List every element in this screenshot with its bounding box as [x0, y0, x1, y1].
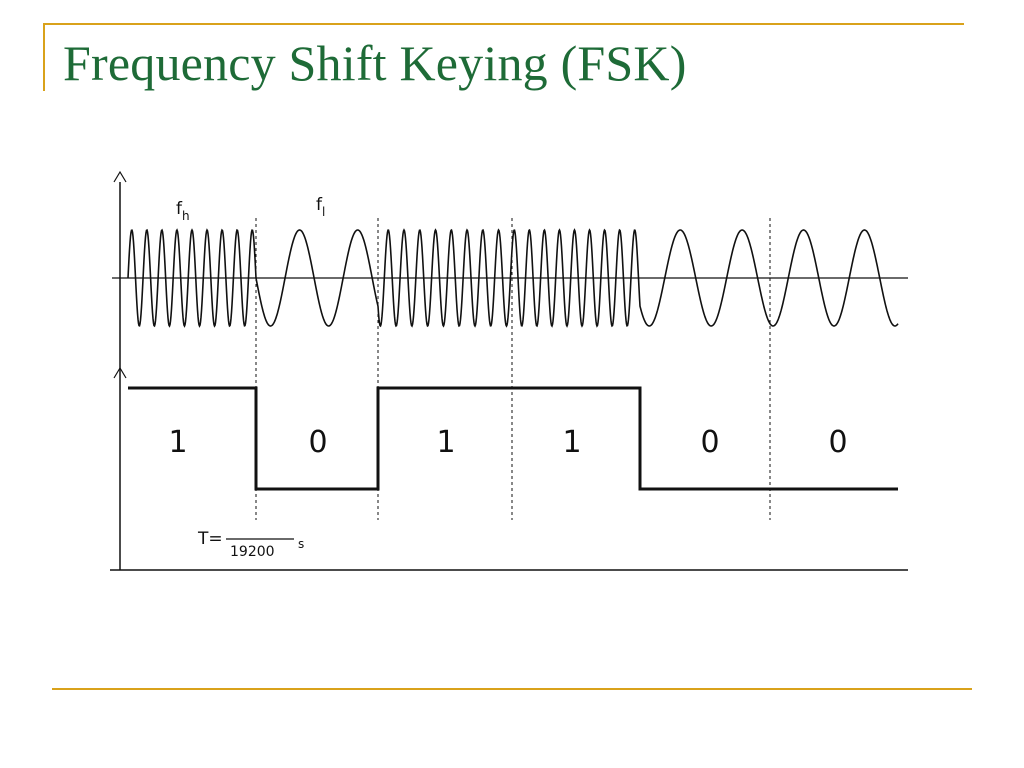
freq-high-label: fh: [176, 199, 190, 223]
data-signal-waveform: [128, 386, 898, 491]
lower-axis-arrow: [113, 366, 127, 379]
period-prefix: T=: [197, 529, 223, 549]
bit-label: 0: [308, 425, 327, 460]
bit-label: 0: [828, 425, 847, 460]
top-accent-rule: [43, 23, 964, 25]
upper-axis-arrow: [113, 170, 127, 183]
left-accent-rule: [43, 23, 45, 91]
bit-period-annotation: T= 19200 s: [197, 529, 304, 560]
period-denominator: 19200: [230, 544, 275, 560]
bit-label: 1: [562, 425, 581, 460]
freq-low-label: fl: [316, 195, 325, 219]
period-unit: s: [298, 537, 304, 551]
bit-label: 1: [436, 425, 455, 460]
bit-label: 1: [168, 425, 187, 460]
bit-value-labels: 1 0 1 1 0 0: [168, 425, 847, 460]
bit-label: 0: [700, 425, 719, 460]
slide-title: Frequency Shift Keying (FSK): [63, 35, 687, 91]
bottom-accent-rule: [52, 688, 972, 690]
bit-boundaries: [255, 218, 771, 520]
